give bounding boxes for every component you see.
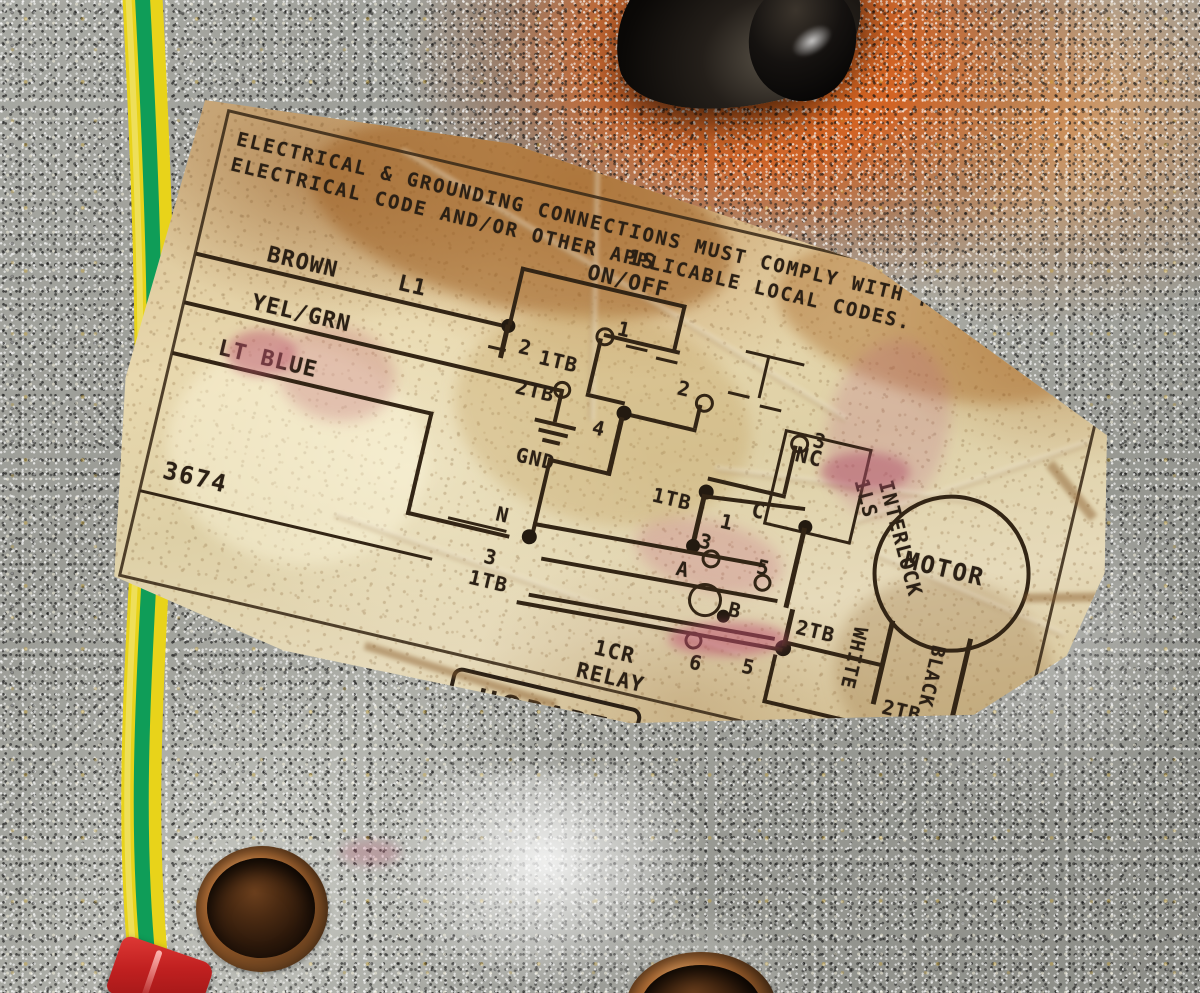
hole-bore-left	[207, 858, 315, 958]
terminal-number-2tb6: 6	[832, 737, 852, 764]
edge-tear-right-2	[1024, 592, 1104, 602]
housing-hole-right	[580, 912, 820, 993]
crayon-mark-left	[226, 330, 296, 376]
crayon-mark-lower	[340, 840, 400, 866]
terminal-dot-2tb6	[867, 722, 886, 741]
crayon-mark-right	[820, 452, 910, 492]
crayon-mark-mid	[668, 622, 788, 656]
housing-hole-left	[162, 818, 362, 993]
